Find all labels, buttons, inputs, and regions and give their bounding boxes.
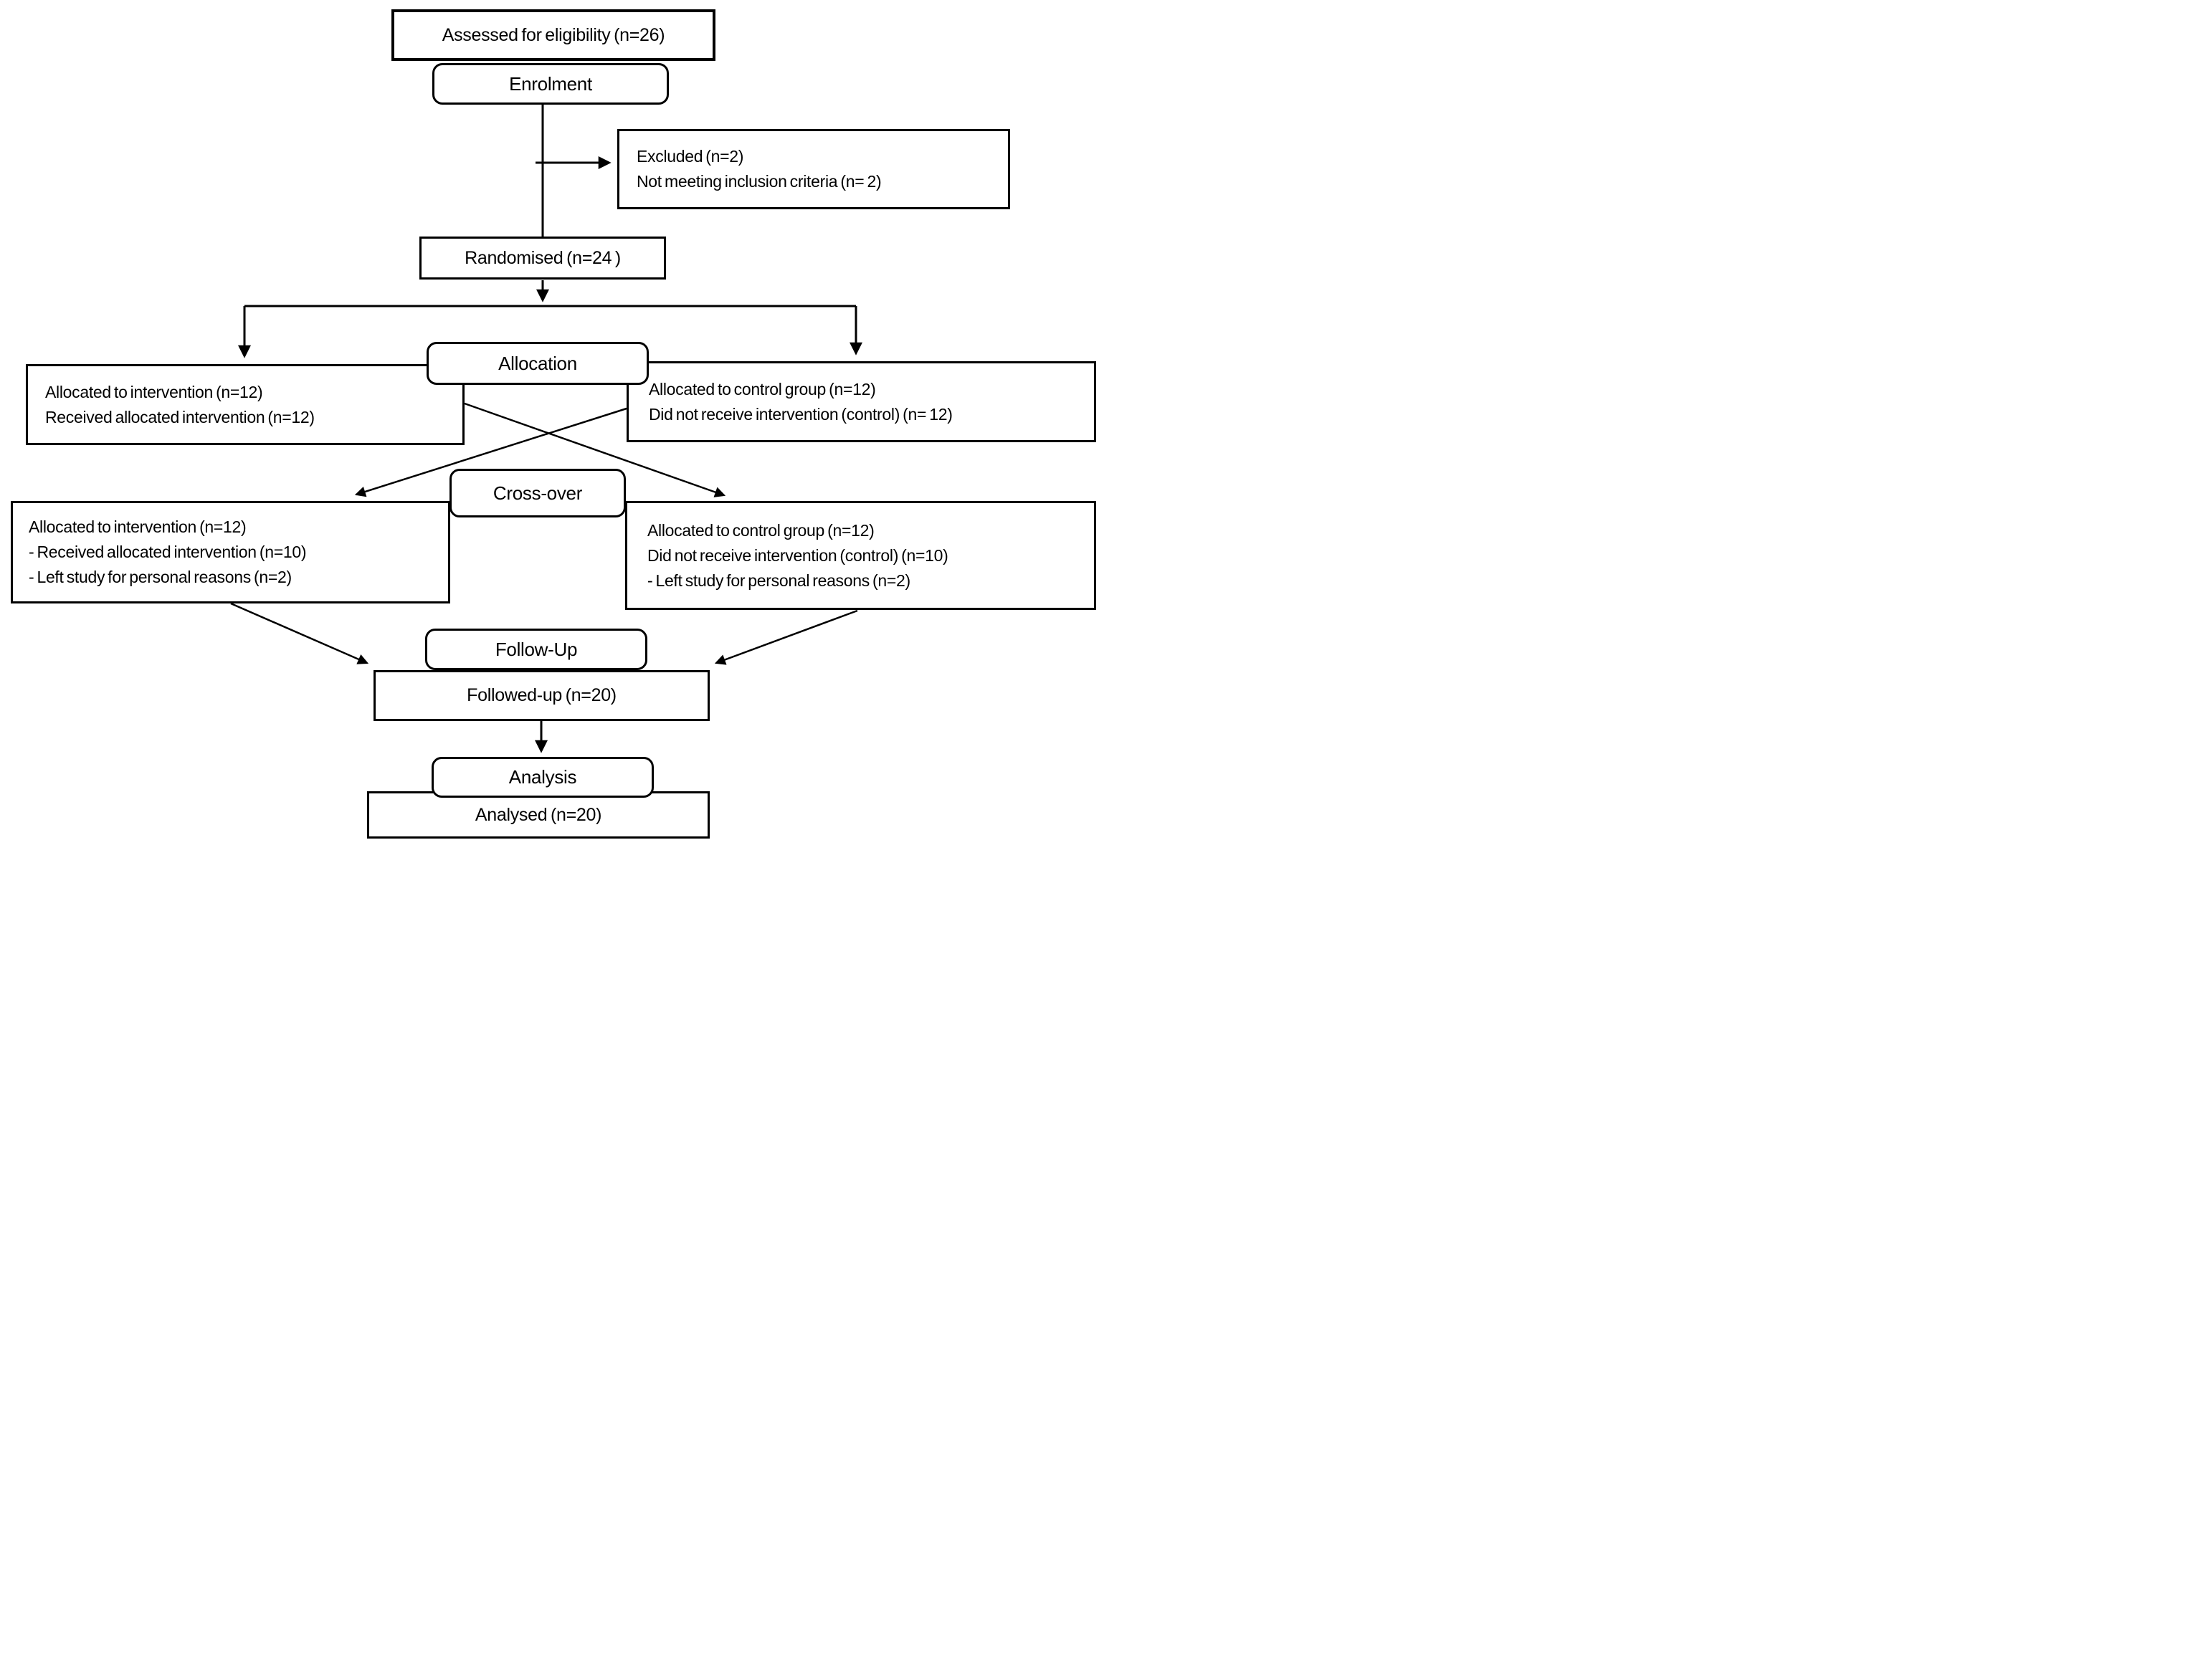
arrow-crossover-intervention-to-control — [464, 402, 726, 497]
arrow-intervention-to-followup — [230, 602, 369, 664]
excluded-line-1: Excluded (n=2) — [637, 147, 744, 166]
allocation-control-line-1: Allocated to control group (n=12) — [649, 379, 876, 398]
enrolment-label-text: Enrolment — [509, 72, 592, 95]
excluded-box: Excluded (n=2) Not meeting inclusion cri… — [617, 129, 1010, 209]
excluded-line-2: Not meeting inclusion criteria (n= 2) — [637, 172, 882, 191]
arrow-control-to-followup — [714, 609, 858, 665]
allocation-label-text: Allocation — [498, 352, 577, 374]
crossover-control-line-1: Allocated to control group (n=12) — [647, 520, 875, 540]
randomised-text: Randomised (n=24 ) — [465, 247, 621, 268]
analysed-box: Analysed (n=20) — [367, 791, 710, 839]
connector-layer — [230, 105, 862, 753]
randomised-box: Randomised (n=24 ) — [419, 237, 666, 280]
consort-flow-diagram: Assessed for eligibility (n=26) Excluded… — [0, 0, 1099, 840]
crossover-intervention-line-2: - Received allocated intervention (n=10) — [29, 543, 307, 561]
crossover-control-box: Allocated to control group (n=12) Did no… — [625, 501, 1096, 610]
stage-label-crossover: Cross-over — [449, 469, 626, 517]
crossover-intervention-box: Allocated to intervention (n=12) - Recei… — [11, 501, 450, 603]
allocation-intervention-line-1: Allocated to intervention (n=12) — [45, 382, 263, 401]
assessed-text: Assessed for eligibility (n=26) — [442, 24, 665, 45]
stage-label-followup: Follow-Up — [425, 629, 647, 670]
allocation-intervention-box: Allocated to intervention (n=12) Receive… — [26, 364, 465, 445]
followed-up-text: Followed-up (n=20) — [467, 685, 617, 705]
analysis-label-text: Analysis — [508, 766, 577, 788]
allocation-control-box: Allocated to control group (n=12) Did no… — [627, 361, 1096, 442]
crossover-label-text: Cross-over — [493, 482, 583, 504]
stage-label-allocation: Allocation — [427, 342, 649, 385]
allocation-intervention-line-2: Received allocated intervention (n=12) — [45, 407, 315, 426]
stage-label-enrolment: Enrolment — [432, 63, 669, 105]
analysed-text: Analysed (n=20) — [475, 804, 602, 825]
crossover-intervention-line-1: Allocated to intervention (n=12) — [29, 517, 247, 536]
crossover-intervention-line-3: - Left study for personal reasons (n=2) — [29, 568, 292, 586]
stage-label-analysis: Analysis — [432, 757, 654, 798]
followed-up-box: Followed-up (n=20) — [374, 670, 710, 721]
allocation-control-line-2: Did not receive intervention (control) (… — [649, 404, 953, 424]
followup-label-text: Follow-Up — [495, 638, 578, 660]
crossover-control-line-2: Did not receive intervention (control) (… — [647, 545, 948, 565]
arrow-crossover-control-to-intervention — [354, 407, 627, 497]
crossover-control-line-3: - Left study for personal reasons (n=2) — [647, 571, 910, 590]
assessed-box: Assessed for eligibility (n=26) — [391, 9, 715, 61]
